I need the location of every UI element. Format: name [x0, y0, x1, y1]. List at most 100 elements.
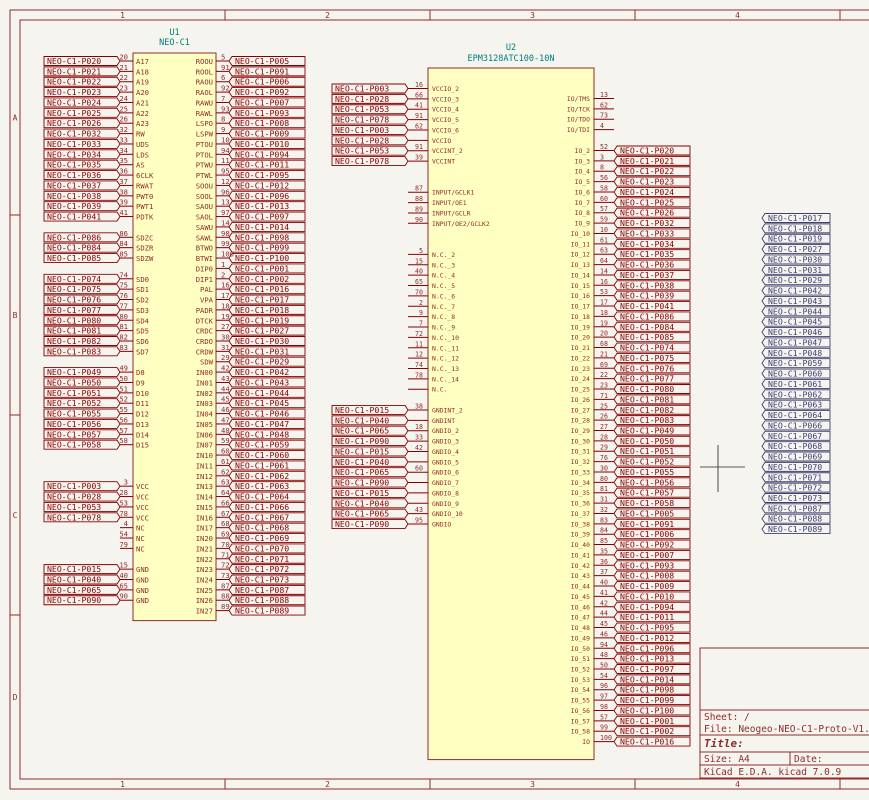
- net-label-shape: [761, 472, 831, 483]
- global-label-text: NEO-C1-P007: [620, 550, 674, 560]
- u2-pin-number: 20: [600, 330, 608, 338]
- u2-pin-name: IO_25: [571, 386, 590, 394]
- u2-pin-name: GNDINT: [432, 417, 455, 425]
- u1-pin-number: 90: [119, 592, 128, 601]
- u1-pin-number: 70: [221, 540, 230, 549]
- u2-pin-name: GNDIO_2: [432, 427, 459, 435]
- u1-pin-number: 58: [119, 436, 128, 445]
- global-label-text: NEO-C1-P041: [620, 301, 674, 311]
- u2-pin-number: 16: [600, 278, 608, 286]
- global-label-shape: [43, 564, 121, 575]
- u1-pin-number: 64: [221, 488, 230, 497]
- u1-pin-name: IN17: [196, 524, 213, 533]
- global-label-shape: [43, 336, 121, 346]
- net-label-text: NEO-C1-P068: [768, 441, 822, 451]
- global-label-shape: [43, 56, 121, 66]
- global-label-text: NEO-C1-P067: [235, 512, 289, 522]
- u1-pin-name: CRDW: [196, 347, 214, 356]
- global-label-shape: [228, 253, 306, 263]
- global-label-shape: [613, 632, 691, 643]
- u2-pin-name: IO_52: [571, 666, 590, 674]
- global-label-text: NEO-C1-P096: [620, 643, 674, 653]
- u1-pin-number: 65: [119, 581, 128, 590]
- u2-pin-name: IO_58: [571, 728, 590, 736]
- global-label-shape: [613, 705, 691, 716]
- u1-pin-name: IN22: [196, 555, 213, 564]
- global-label-shape: [43, 439, 121, 450]
- u2-pin-number: 71: [600, 392, 608, 400]
- global-label-text: NEO-C1-P045: [235, 398, 289, 408]
- global-label-shape: [228, 584, 306, 595]
- u2-pin-name: IO_18: [571, 313, 590, 321]
- net-label-shape: [761, 244, 831, 255]
- global-label-text: NEO-C1-P075: [47, 284, 101, 294]
- u1-pin-name: PWT1: [136, 202, 153, 211]
- title-block-sheet: Sheet: /: [704, 712, 750, 723]
- u2-pin-name: GNDINT_2: [432, 406, 463, 414]
- global-label-shape: [228, 190, 306, 201]
- global-label-text: NEO-C1-P005: [235, 56, 289, 66]
- u1-pin-number: 21: [119, 63, 128, 72]
- global-label-text: NEO-C1-P012: [620, 633, 674, 643]
- global-label-text: NEO-C1-P099: [235, 243, 289, 253]
- global-label-text: NEO-C1-P091: [235, 66, 289, 76]
- u1-pin-name: SD2: [136, 296, 149, 305]
- u1-pin-name: DIP0: [196, 264, 213, 273]
- global-label-shape: [43, 211, 121, 222]
- global-label-text: NEO-C1-P034: [47, 149, 101, 159]
- u2-pin-name: GNDIO: [432, 521, 451, 529]
- u1-pin-name: SDW: [200, 358, 214, 367]
- global-label-text: NEO-C1-P002: [235, 274, 289, 284]
- global-label-text: NEO-C1-P032: [47, 129, 101, 139]
- u1-pin-number: 88: [221, 592, 230, 601]
- u2-pin-number: 84: [600, 527, 608, 535]
- net-label-text: NEO-C1-P089: [768, 524, 822, 534]
- global-label-shape: [228, 564, 306, 575]
- global-label-text: NEO-C1-P092: [235, 87, 289, 97]
- u2-pin-name: IO_27: [571, 406, 590, 414]
- u1-pin-number: 38: [119, 187, 128, 196]
- frame-outer: [9, 9, 869, 790]
- global-label-text: NEO-C1-P094: [235, 149, 289, 159]
- global-label-text: NEO-C1-P048: [235, 429, 289, 439]
- global-label-shape: [43, 408, 121, 419]
- global-label-text: NEO-C1-P099: [620, 695, 674, 705]
- u2-pin-name: GNDIO_6: [432, 469, 459, 477]
- global-label-text: NEO-C1-P059: [235, 440, 289, 450]
- global-label-text: NEO-C1-P047: [235, 419, 289, 429]
- global-label-text: NEO-C1-P024: [47, 97, 101, 107]
- global-label-shape: [613, 684, 691, 695]
- u1-pin-name: IN03: [196, 399, 213, 408]
- global-label-text: NEO-C1-P064: [235, 492, 289, 502]
- u1-pin-name: SOOL: [196, 192, 213, 201]
- u1-pin-number: 7: [221, 94, 225, 103]
- net-label-shape: [761, 503, 831, 514]
- global-label-text: NEO-C1-P022: [47, 77, 101, 87]
- global-label-shape: [331, 508, 409, 519]
- global-label-shape: [43, 107, 121, 118]
- global-label-shape: [43, 253, 121, 263]
- u1-pin-number: 34: [119, 146, 128, 155]
- global-label-text: NEO-C1-P095: [235, 170, 289, 180]
- u1-pin-name: A20: [136, 88, 149, 97]
- global-label-text: NEO-C1-P090: [47, 595, 101, 605]
- global-label-text: NEO-C1-P042: [235, 367, 289, 377]
- global-label-text: NEO-C1-P070: [235, 543, 289, 553]
- u1-pin-name: SD6: [136, 337, 149, 346]
- u2-pin-name: INPUT/OE1: [432, 199, 467, 207]
- u2-pin-name: N.C._3: [432, 261, 455, 269]
- u2-pin-number: 37: [600, 568, 608, 576]
- global-label-shape: [228, 294, 306, 305]
- net-label-shape: [761, 347, 831, 358]
- u1-pin-number: 41: [119, 208, 128, 217]
- u2-pin-number: 54: [600, 672, 608, 680]
- global-label-text: NEO-C1-P083: [47, 346, 101, 356]
- u2-pin-number: 73: [600, 112, 608, 120]
- u2-pin-number: 59: [600, 216, 608, 224]
- global-label-shape: [228, 139, 306, 149]
- u1-pin-name: SD1: [136, 285, 149, 294]
- u2-pin-number: 58: [600, 184, 608, 192]
- u1-pin-number: 92: [221, 84, 230, 93]
